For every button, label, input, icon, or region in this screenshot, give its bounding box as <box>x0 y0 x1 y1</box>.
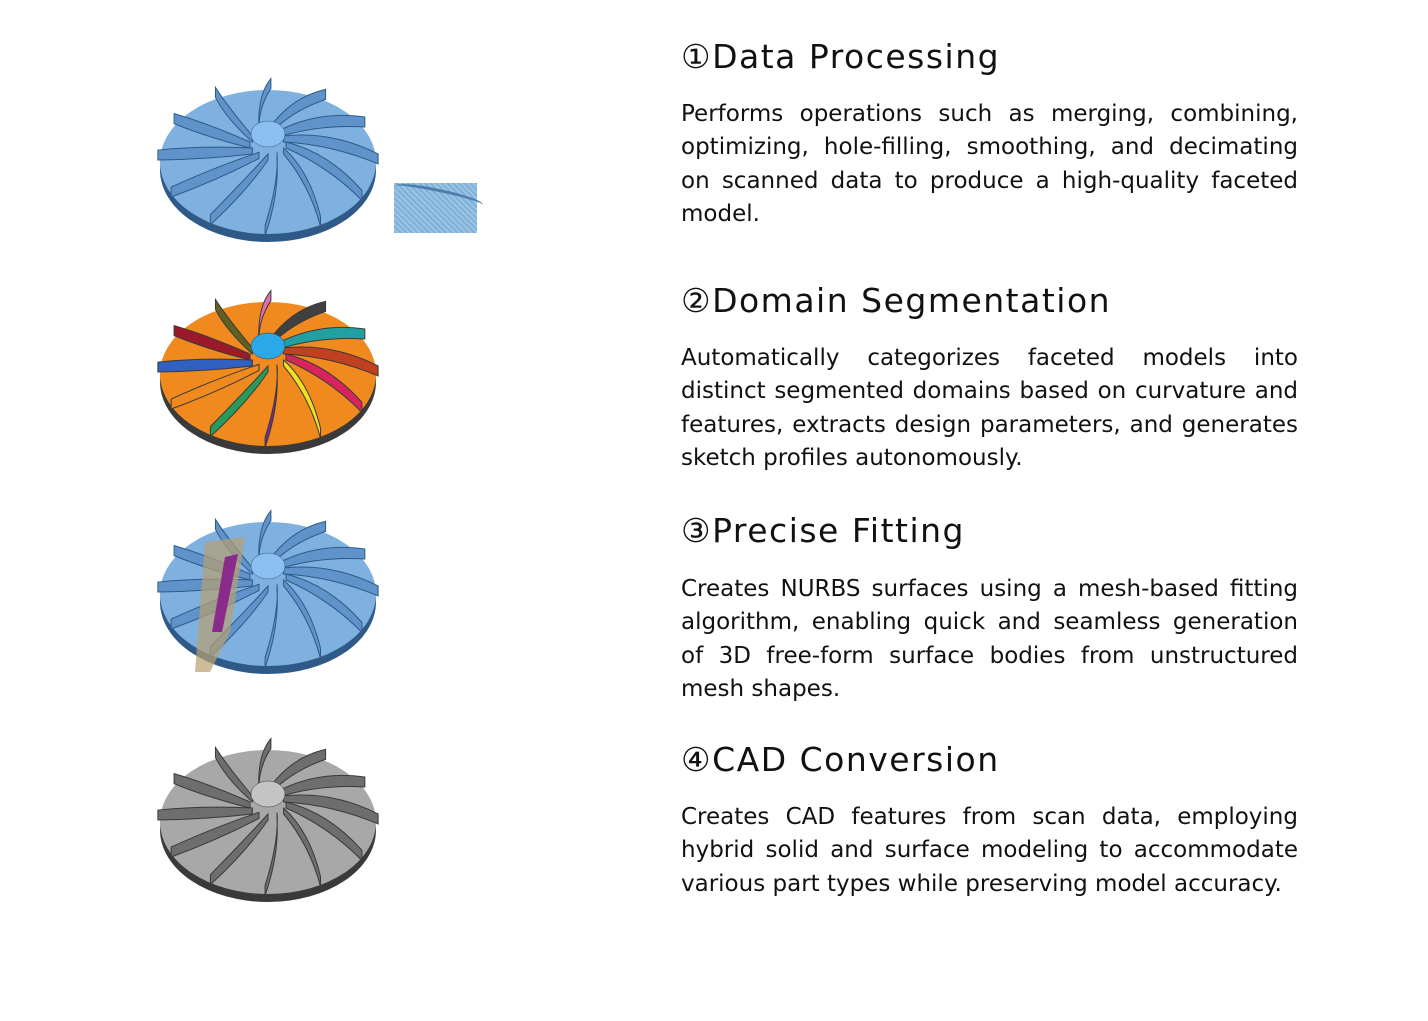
section-description: Performs operations such as merging, com… <box>681 101 1298 227</box>
cad-impeller-image <box>150 710 400 910</box>
section-description: Automatically categorizes faceted models… <box>681 345 1298 471</box>
section-title: ④CAD Conversion <box>681 740 1000 779</box>
fitted-impeller-image <box>150 482 400 682</box>
impeller-image <box>150 50 400 250</box>
section-title: ②Domain Segmentation <box>681 281 1112 320</box>
impeller-graphic <box>157 77 379 242</box>
impeller-graphic <box>157 289 379 454</box>
impeller-graphic <box>157 737 379 902</box>
impeller-graphic <box>157 509 379 674</box>
mesh-detail-image <box>394 183 477 233</box>
section-title: ①Data Processing <box>681 37 1001 76</box>
section-title: ③Precise Fitting <box>681 511 966 550</box>
segmented-impeller-image <box>150 262 400 462</box>
section-description: Creates NURBS surfaces using a mesh-base… <box>681 576 1298 702</box>
section-description: Creates CAD features from scan data, emp… <box>681 804 1298 897</box>
